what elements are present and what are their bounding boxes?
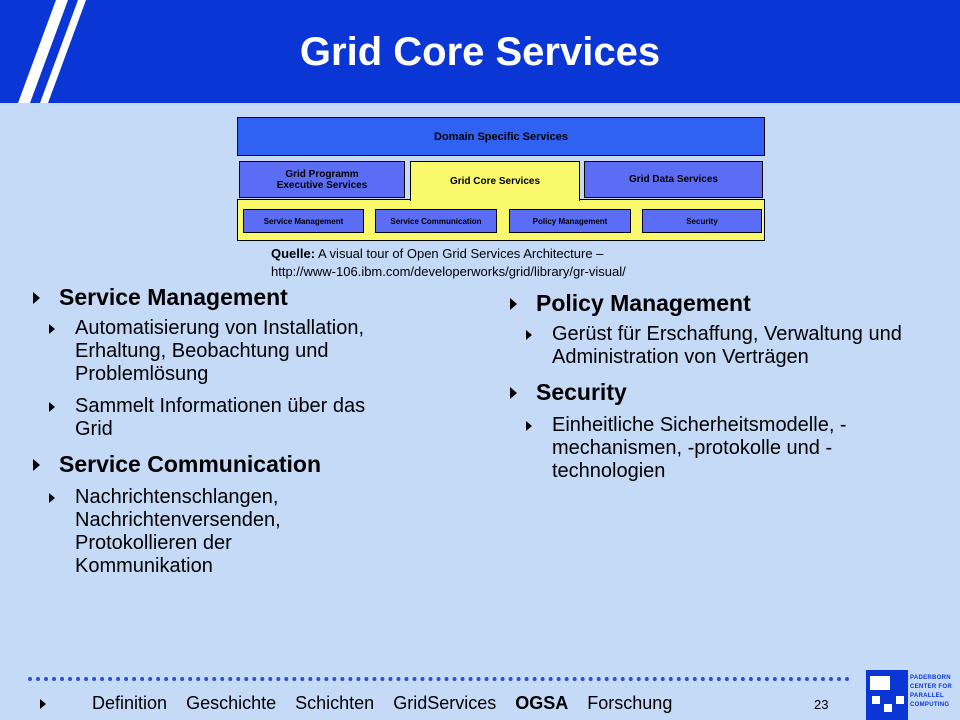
bullet-arrow-icon: [33, 459, 40, 471]
domain-specific-services-box: Domain Specific Services: [237, 117, 765, 156]
bullet-service-communication: Service Communication: [33, 451, 433, 478]
footer-arrow-icon: [40, 699, 46, 709]
footer-divider: [28, 677, 850, 681]
pc2-logo: PADERBORN CENTER FOR PARALLEL COMPUTING: [866, 670, 960, 720]
source-label: Quelle:: [271, 246, 316, 261]
bullet-arrow-icon: [33, 292, 40, 304]
bullet-policy-management: Policy Management: [510, 290, 950, 317]
slide-title: Grid Core Services: [299, 30, 661, 74]
bullet-arrow-icon: [526, 330, 532, 340]
nav-geschichte[interactable]: Geschichte: [186, 693, 277, 713]
sub-bullet: Einheitliche Sicherheitsmodelle, -mechan…: [522, 414, 932, 483]
nav-definition[interactable]: Definition: [92, 693, 168, 713]
sub-bullet: Gerüst für Erschaffung, Verwaltung und A…: [522, 323, 922, 369]
nav-schichten[interactable]: Schichten: [295, 693, 375, 713]
sub-bullet: Automatisierung von Installation, Erhalt…: [45, 317, 395, 386]
sub-bullet: Nachrichtenschlangen, Nachrichtenversend…: [45, 486, 355, 578]
left-column: Service Management Automatisierung von I…: [33, 284, 433, 578]
sub-bullet: Sammelt Informationen über das Grid: [45, 395, 405, 441]
grid-programm-executive-box: Grid Programm Executive Services: [239, 161, 405, 198]
pc2-logo-mark: [866, 670, 908, 720]
title-bar: [0, 0, 960, 103]
decorative-stripes: [18, 0, 86, 103]
grid-data-services-box: Grid Data Services: [584, 161, 763, 198]
source-text: A visual tour of Open Grid Services Arch…: [317, 246, 604, 261]
right-column: Policy Management Gerüst für Erschaffung…: [510, 290, 950, 483]
source-url[interactable]: http://www-106.ibm.com/developerworks/gr…: [271, 264, 626, 279]
service-communication-box: Service Communication: [375, 209, 497, 233]
source-citation: Quelle: A visual tour of Open Grid Servi…: [271, 245, 626, 281]
security-box: Security: [642, 209, 762, 233]
pc2-logo-text: PADERBORN CENTER FOR PARALLEL COMPUTING: [910, 675, 952, 708]
bullet-arrow-icon: [49, 324, 55, 334]
bullet-arrow-icon: [49, 402, 55, 412]
service-management-box: Service Management: [243, 209, 364, 233]
bullet-arrow-icon: [49, 493, 55, 503]
bullet-arrow-icon: [526, 421, 532, 431]
bullet-service-management: Service Management: [33, 284, 433, 311]
footer-nav: Definition Geschichte Schichten GridServ…: [92, 693, 686, 714]
policy-management-box: Policy Management: [509, 209, 631, 233]
page-number: 23: [814, 697, 829, 712]
grid-core-services-box: Grid Core Services: [410, 161, 580, 201]
nav-forschung[interactable]: Forschung: [587, 693, 673, 713]
bullet-arrow-icon: [510, 298, 517, 310]
bullet-security: Security: [510, 379, 950, 406]
nav-gridservices[interactable]: GridServices: [393, 693, 497, 713]
nav-ogsa[interactable]: OGSA: [515, 693, 569, 713]
architecture-diagram: Domain Specific Services Grid Programm E…: [237, 117, 765, 241]
bullet-arrow-icon: [510, 387, 517, 399]
